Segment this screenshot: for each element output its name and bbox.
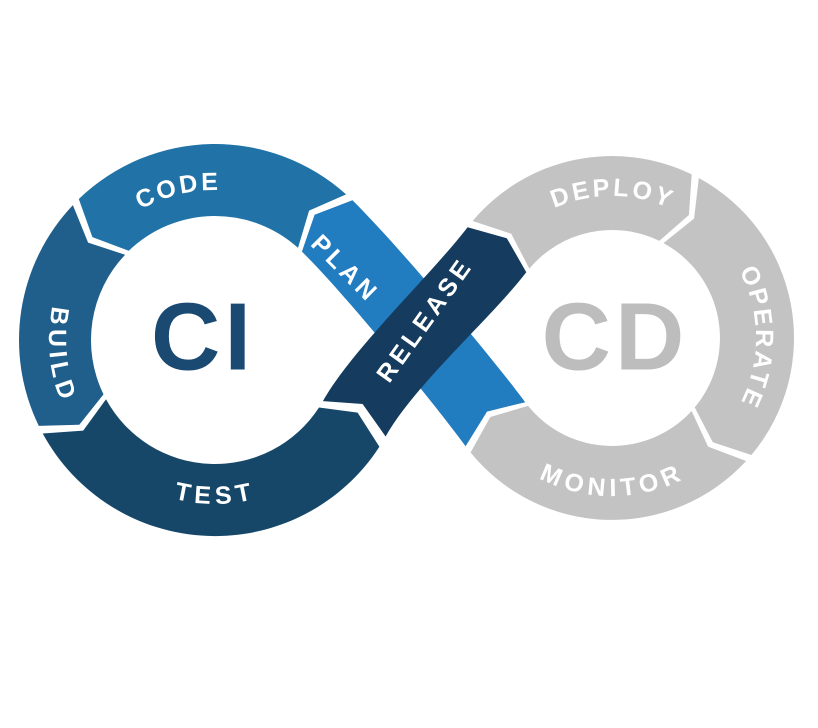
segment-build [19,205,126,426]
cd-title: CD [542,284,689,391]
ribbon-release [322,227,527,437]
ci-loop [19,144,380,537]
segment-monitor [470,405,747,520]
segment-deploy [472,156,692,269]
ci-title: CI [151,284,255,391]
cd-loop [470,156,795,520]
label-test: TEST [173,477,258,510]
segment-test [42,399,380,537]
segment-operate [663,178,795,455]
segment-code [78,144,347,251]
